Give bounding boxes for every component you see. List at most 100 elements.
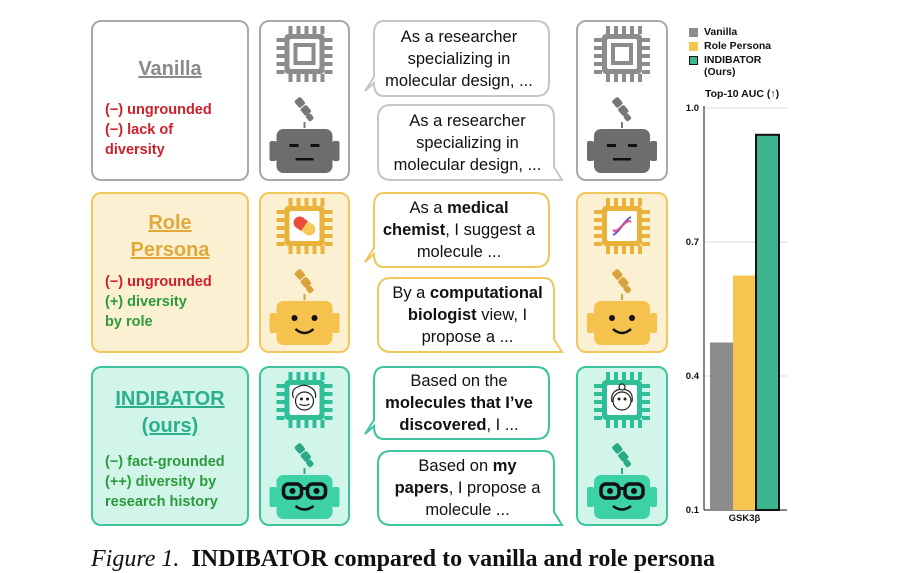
chip-icon bbox=[276, 26, 333, 82]
note: (−) fact-grounded bbox=[105, 454, 225, 470]
bubble-segment: , I propose a bbox=[448, 479, 541, 497]
note: (−) ungrounded bbox=[105, 274, 212, 290]
bubble-segment: molecular design, ... bbox=[385, 71, 533, 90]
caption-lead: INDIBATOR bbox=[191, 546, 328, 572]
bubble-segment: , I ... bbox=[486, 416, 519, 434]
indibator-agent-right bbox=[576, 366, 668, 526]
bubble-text: Based on the molecules that I’ve discovere… bbox=[368, 366, 550, 440]
bubble-segment: propose a ... bbox=[421, 328, 514, 346]
note: diversity bbox=[105, 142, 165, 158]
robot-icon bbox=[587, 372, 657, 519]
role-agent-left bbox=[259, 192, 350, 353]
robot-icon bbox=[587, 26, 657, 173]
indibator-agent-left bbox=[259, 366, 350, 526]
speech-bubble: Based on my papers, I propose a molecule .… bbox=[377, 450, 564, 526]
bubble-segment: Based on the bbox=[410, 372, 508, 390]
bar-indibator bbox=[755, 133, 780, 512]
note: by role bbox=[105, 314, 153, 330]
legend-label-vanilla: Vanilla bbox=[704, 26, 738, 38]
chip-icon bbox=[594, 26, 650, 82]
chip-icon bbox=[276, 198, 333, 254]
robot-icon bbox=[269, 198, 340, 345]
indibator-notes: (−) fact-grounded (++) diversity by rese… bbox=[105, 452, 225, 512]
bubble-segment: , I suggest a bbox=[445, 221, 536, 239]
bubble-segment: medical bbox=[447, 199, 509, 217]
bubble-segment: specializing in bbox=[407, 49, 511, 68]
bubble-segment: discovered bbox=[399, 416, 487, 434]
bubble-segment: computational bbox=[429, 284, 543, 302]
y-tick-label: 1.0 bbox=[686, 103, 699, 114]
robot-head-icon bbox=[269, 129, 340, 173]
bubble-segment: As a researcher bbox=[400, 27, 518, 46]
robot-head-icon bbox=[269, 475, 340, 519]
bubble-lines: By a computational biologist view, I propo… bbox=[392, 282, 542, 348]
bar-vanilla bbox=[710, 342, 733, 510]
speech-bubble: By a computational biologist view, I propo… bbox=[377, 277, 564, 353]
vanilla-agent-right bbox=[576, 20, 668, 181]
bubble-segment: As a researcher bbox=[409, 111, 526, 130]
einstein-portrait-icon bbox=[292, 384, 317, 411]
legend-swatch-role-persona bbox=[689, 42, 698, 51]
chart-title: Top-10 AUC (↑) bbox=[705, 88, 780, 100]
plug-icon bbox=[612, 443, 632, 474]
robot-icon bbox=[269, 372, 340, 519]
note: (−) lack of bbox=[105, 122, 174, 138]
indibator-label-panel: INDIBATOR (ours) (−) fact-grounded (++) … bbox=[91, 366, 249, 526]
pill-icon bbox=[293, 216, 316, 236]
bubble-text: By a computational biologist view, I propo… bbox=[377, 277, 558, 353]
legend-label-role-persona: Role Persona bbox=[704, 40, 772, 52]
y-tick-label: 0.4 bbox=[686, 371, 700, 382]
bubble-segment: specializing in bbox=[416, 133, 519, 152]
caption-prefix: Figure 1. bbox=[91, 546, 180, 572]
dna-icon bbox=[612, 216, 632, 236]
plug-icon bbox=[612, 269, 632, 300]
bubble-segment: molecule ... bbox=[425, 501, 510, 519]
chip-icon bbox=[276, 372, 333, 428]
plug-icon bbox=[294, 443, 314, 474]
vanilla-label-panel: Vanilla (−) ungrounded (−) lack of diver… bbox=[91, 20, 249, 181]
bubble-segment: Based on bbox=[418, 457, 493, 475]
bar-role-persona bbox=[733, 275, 756, 510]
role-persona-label-panel: Role Persona (−) ungrounded (+) diversit… bbox=[91, 192, 249, 353]
bubble-segment: my bbox=[492, 457, 517, 475]
legend-swatch-vanilla bbox=[689, 28, 698, 37]
vanilla-notes: (−) ungrounded (−) lack of diversity bbox=[105, 100, 212, 160]
speech-bubble: As a researcher specializing in molecular … bbox=[364, 20, 550, 97]
note: (++) diversity by bbox=[105, 474, 217, 490]
speech-bubble: Based on the molecules that I’ve discovere… bbox=[364, 366, 550, 440]
bubble-segment: biologist bbox=[407, 306, 477, 324]
legend-label-indibator: INDIBATOR (Ours) bbox=[704, 54, 762, 78]
x-tick-label: GSK3β bbox=[729, 513, 761, 524]
robot-icon bbox=[269, 26, 340, 173]
note: (−) ungrounded bbox=[105, 102, 212, 118]
y-tick-label: 0.1 bbox=[686, 505, 700, 516]
bubble-segment: papers bbox=[394, 479, 449, 497]
bubble-segment: molecules that I’ve bbox=[385, 394, 533, 412]
bubble-lines: Based on my papers, I propose a molecule .… bbox=[395, 455, 541, 521]
plug-icon bbox=[612, 97, 632, 128]
robot-head-icon bbox=[587, 475, 657, 519]
chart-legend: Vanilla Role Persona INDIBATOR (Ours) bbox=[689, 26, 799, 86]
bubble-text: Based on my papers, I propose a molecule .… bbox=[377, 450, 558, 526]
note: research history bbox=[105, 494, 218, 510]
legend-swatch-indibator bbox=[689, 56, 698, 65]
robot-head-icon bbox=[587, 129, 657, 173]
role-persona-notes: (−) ungrounded (+) diversity by role bbox=[105, 272, 212, 332]
role-agent-right bbox=[576, 192, 668, 353]
robot-icon bbox=[587, 198, 657, 345]
robot-head-icon bbox=[587, 301, 657, 345]
indibator-title: INDIBATOR (ours) bbox=[115, 388, 225, 437]
figure-caption: Figure 1. INDIBATOR compared to vanilla … bbox=[91, 546, 715, 573]
chip-icon bbox=[594, 198, 650, 254]
curie-portrait-icon bbox=[611, 383, 633, 411]
bubble-segment: By a bbox=[392, 284, 430, 302]
note: (+) diversity bbox=[105, 294, 187, 310]
caption-rest: compared to vanilla and role persona bbox=[327, 546, 716, 572]
bubble-segment: chemist bbox=[382, 221, 446, 239]
bubble-segment: view, I bbox=[476, 306, 528, 324]
